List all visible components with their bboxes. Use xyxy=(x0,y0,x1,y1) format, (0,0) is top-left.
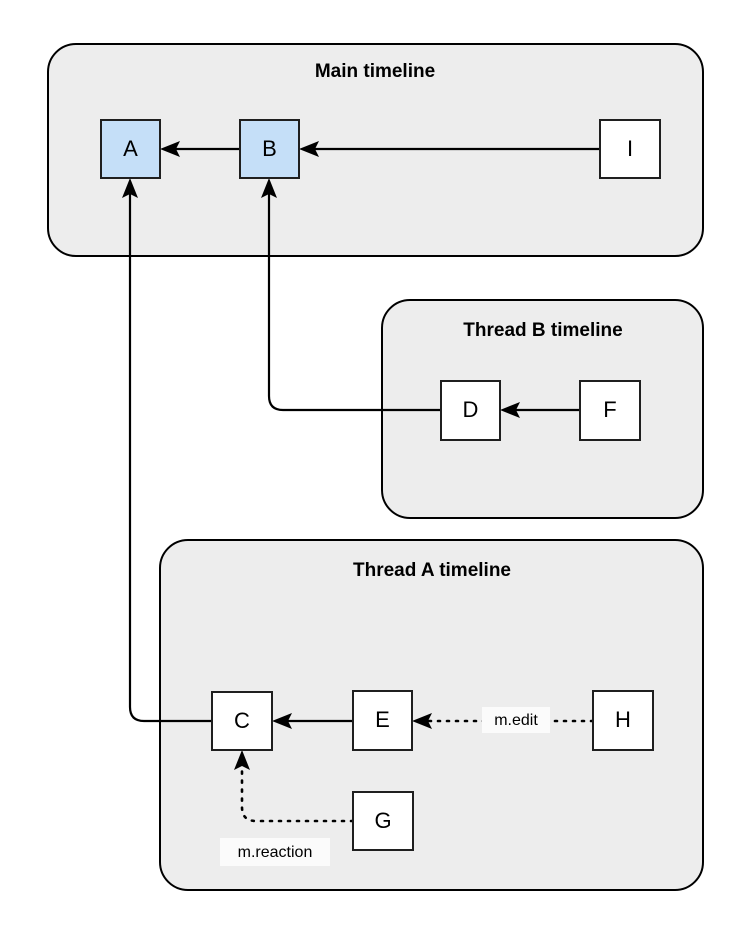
edge-f-to-d xyxy=(500,402,580,418)
edge-h-to-e-label-bg xyxy=(482,707,550,733)
edge-g-to-c-label: m.reaction xyxy=(238,844,313,861)
node-a-box[interactable] xyxy=(100,119,161,179)
node-d-label: D xyxy=(463,397,479,422)
node-d[interactable]: D xyxy=(440,380,501,441)
container-thread-a-timeline-shape xyxy=(159,539,704,891)
node-h-box[interactable] xyxy=(592,690,654,751)
node-g[interactable]: G xyxy=(352,791,414,851)
node-h-label: H xyxy=(615,707,631,732)
edge-c-to-a xyxy=(122,178,212,723)
edge-d-to-b-arrowhead xyxy=(261,178,277,198)
edge-i-to-b xyxy=(299,141,600,157)
node-i-box[interactable] xyxy=(599,119,661,179)
node-d-box[interactable] xyxy=(440,380,501,441)
node-e-label: E xyxy=(375,707,390,732)
node-e[interactable]: E xyxy=(352,690,413,751)
node-g-label: G xyxy=(374,808,391,833)
edge-c-to-a-arrowhead xyxy=(122,178,138,198)
node-i-label: I xyxy=(627,136,633,161)
edge-h-to-e-arrowhead xyxy=(412,713,432,729)
edge-g-to-c-line xyxy=(240,762,355,823)
node-h[interactable]: H xyxy=(592,690,654,751)
node-e-box[interactable] xyxy=(352,690,413,751)
edge-g-to-c: m.reaction xyxy=(220,750,355,866)
edge-d-to-b xyxy=(261,178,441,412)
node-f[interactable]: F xyxy=(579,380,641,441)
edge-c-to-a-line xyxy=(128,192,212,723)
container-thread-a-timeline: Thread A timeline xyxy=(159,539,704,891)
node-g-box[interactable] xyxy=(352,791,414,851)
edge-d-to-b-line xyxy=(267,192,441,412)
edge-g-to-c-label-bg xyxy=(220,838,330,866)
edge-e-to-c xyxy=(272,713,353,729)
edge-b-to-a-arrowhead xyxy=(160,141,180,157)
edge-h-to-e-label: m.edit xyxy=(494,712,538,729)
container-thread-a-timeline-title: Thread A timeline xyxy=(353,560,511,581)
node-c-label: C xyxy=(234,708,250,733)
node-a-label: A xyxy=(123,136,138,161)
node-b-label: B xyxy=(262,136,277,161)
node-b-box[interactable] xyxy=(239,119,300,179)
edge-e-to-c-arrowhead xyxy=(272,713,292,729)
edge-f-to-d-arrowhead xyxy=(500,402,520,418)
node-a[interactable]: A xyxy=(100,119,161,179)
node-c[interactable]: C xyxy=(211,691,273,751)
edge-i-to-b-arrowhead xyxy=(299,141,319,157)
node-f-label: F xyxy=(603,397,616,422)
edge-g-to-c-arrowhead xyxy=(234,750,250,770)
edge-b-to-a xyxy=(160,141,240,157)
node-c-box[interactable] xyxy=(211,691,273,751)
container-thread-b-timeline-title: Thread B timeline xyxy=(463,320,622,341)
node-i[interactable]: I xyxy=(599,119,661,179)
node-b[interactable]: B xyxy=(239,119,300,179)
node-f-box[interactable] xyxy=(579,380,641,441)
edge-h-to-e: m.edit xyxy=(412,707,595,733)
container-main-timeline-title: Main timeline xyxy=(315,61,435,82)
